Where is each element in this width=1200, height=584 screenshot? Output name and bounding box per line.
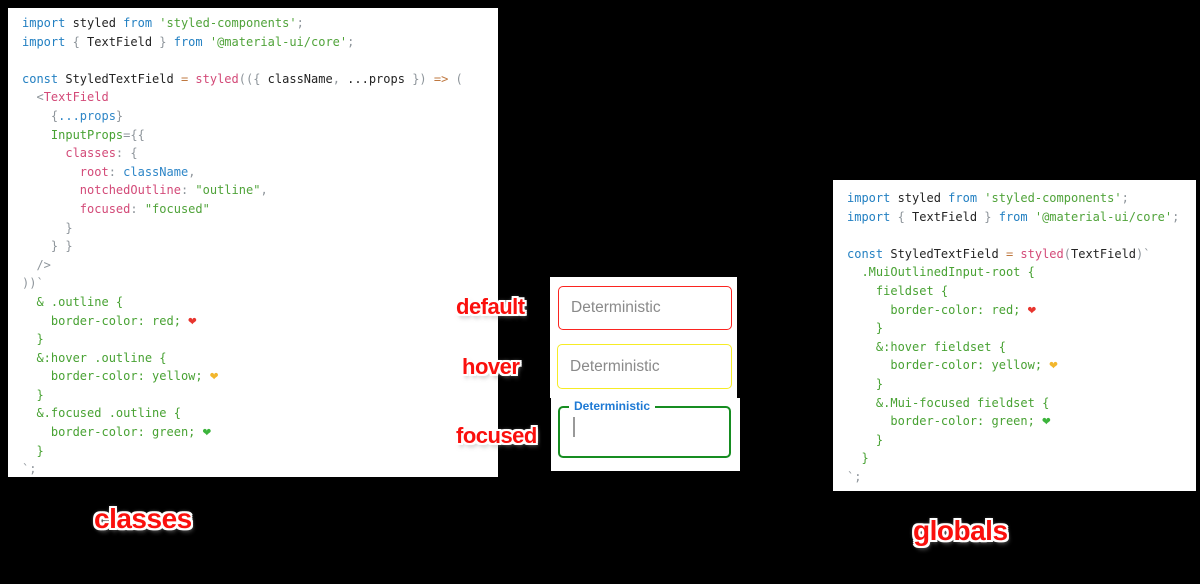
code-line: border-color: green; ❤	[847, 413, 1051, 430]
text-cursor	[573, 417, 575, 437]
code-line: fieldset {	[847, 283, 949, 298]
code-line: `;	[22, 462, 37, 477]
code-line: border-color: red; ❤	[847, 301, 1037, 318]
code-line: import styled from 'styled-components';	[22, 16, 304, 30]
textfield-focused[interactable]: Deterministic	[558, 399, 731, 458]
code-line: &.Mui-focused fieldset {	[847, 395, 1050, 410]
code-line: `;	[847, 469, 862, 484]
code-line: &:hover .outline {	[22, 350, 167, 365]
code-line: import { TextField } from '@material-ui/…	[22, 34, 355, 49]
code-line: InputProps={{	[22, 127, 145, 142]
code-line: border-color: yellow; ❤	[847, 357, 1058, 374]
code-line: classes: {	[22, 146, 138, 161]
code-line: root: className,	[22, 164, 196, 179]
code-line: & .outline {	[22, 294, 124, 309]
caption-globals: globals	[913, 515, 1008, 546]
code-line: {...props}	[22, 108, 124, 123]
code-snippet-globals: import styled from 'styled-components'; i…	[833, 180, 1196, 491]
textfield-hover[interactable]	[557, 344, 732, 389]
code-line: ))`	[22, 276, 44, 291]
code-line: border-color: yellow; ❤	[22, 368, 219, 385]
code-line: }	[22, 387, 44, 402]
textfield-hover-input[interactable]	[558, 345, 731, 388]
code-line: } }	[22, 239, 73, 254]
code-line: <TextField	[22, 90, 109, 105]
code-line: }	[847, 321, 884, 336]
code-line: border-color: red; ❤	[22, 312, 197, 329]
code-line: }	[22, 332, 44, 347]
code-line: &:hover fieldset {	[847, 339, 1006, 354]
code-line: focused: "focused"	[22, 201, 210, 216]
textfield-focused-input[interactable]	[560, 408, 729, 456]
textfield-focused-floating-label: Deterministic	[569, 399, 656, 413]
code-line	[847, 226, 1196, 245]
code-line: .MuiOutlinedInput-root {	[847, 265, 1035, 280]
code-line: notchedOutline: "outline",	[22, 183, 268, 198]
code-line: import { TextField } from '@material-ui/…	[847, 209, 1180, 224]
state-label-default: default	[456, 294, 525, 319]
code-line	[22, 51, 498, 70]
code-line: import styled from 'styled-components';	[847, 191, 1129, 205]
textfield-default-input[interactable]	[559, 287, 731, 329]
code-line: &.focused .outline {	[22, 406, 181, 421]
code-line: />	[22, 257, 51, 272]
code-line: }	[847, 376, 884, 391]
code-snippet-classes: import styled from 'styled-components'; i…	[8, 8, 498, 477]
state-label-focused: focused	[456, 423, 537, 448]
textfield-default[interactable]	[558, 286, 732, 330]
code-line: const StyledTextField = styled(TextField…	[847, 246, 1151, 261]
state-label-hover: hover	[462, 354, 520, 379]
code-line: }	[847, 451, 869, 466]
caption-classes: classes	[94, 503, 192, 534]
code-line: }	[22, 220, 73, 235]
code-line: }	[22, 443, 44, 458]
code-line: const StyledTextField = styled(({ classN…	[22, 71, 463, 86]
code-line: border-color: green; ❤	[22, 424, 212, 441]
code-line: }	[847, 432, 884, 447]
